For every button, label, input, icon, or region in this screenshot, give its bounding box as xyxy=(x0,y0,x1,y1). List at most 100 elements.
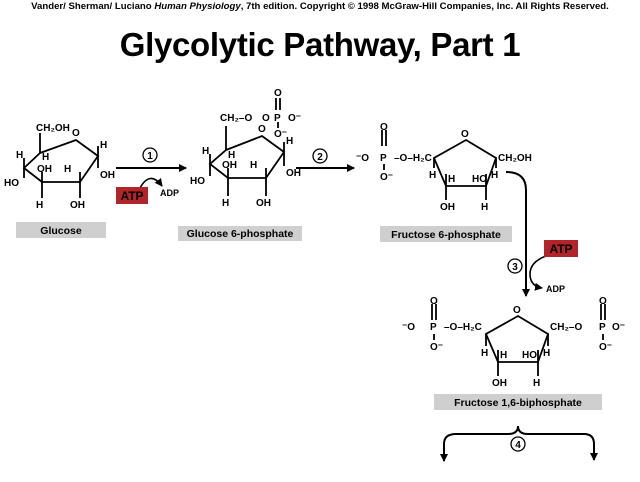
f16bp-p-left: P xyxy=(430,322,437,333)
f6p-ho: HO xyxy=(472,174,487,185)
f16bp-label: Fructose 1,6-biphosphate xyxy=(434,394,602,410)
g6p-label-bg xyxy=(178,226,302,241)
f6p-structure xyxy=(381,130,530,297)
f16bp-oh: OH xyxy=(492,378,507,389)
f6p-h1: H xyxy=(429,170,436,181)
f16bp-ring-o: O xyxy=(513,305,521,316)
glucose-h1: H xyxy=(42,152,49,163)
step-1-number: 1 xyxy=(147,151,153,162)
header-book: Human Physiology xyxy=(154,1,241,12)
glucose-ch2oh: CH₂OH xyxy=(36,123,70,134)
f6p-h3: H xyxy=(491,170,498,181)
step-1-arrow: 1 ATP ADP xyxy=(116,147,187,204)
adp-label-3: ADP xyxy=(546,284,565,294)
glucose-h3: H xyxy=(36,200,43,211)
g6p-ho: HO xyxy=(190,176,205,187)
g6p-ring-o: O xyxy=(258,124,266,135)
header-authors: Vander/ Sherman/ Luciano xyxy=(31,1,152,12)
f6p-label-bg xyxy=(380,226,512,242)
g6p-h2: H xyxy=(202,146,209,157)
glucose-oh2: OH xyxy=(70,200,85,211)
copyright-header: Vander/ Sherman/ Luciano Human Physiolog… xyxy=(0,1,640,12)
f16bp-o-minus-left: O⁻ xyxy=(430,342,443,353)
f6p-minus-o: ⁻O xyxy=(356,153,369,164)
f16bp-label-bg xyxy=(434,394,602,410)
g6p-h4: H xyxy=(250,160,257,171)
f6p-h2: H xyxy=(448,174,455,185)
atp-label-1: ATP xyxy=(120,189,143,203)
g6p-oh3: OH xyxy=(286,168,301,179)
f6p-oh: OH xyxy=(440,202,455,213)
f16bp-minus-o: ⁻O xyxy=(402,322,415,333)
g6p-o-minus-bottom: O⁻ xyxy=(274,129,287,140)
g6p-h1: H xyxy=(228,150,235,161)
glucose-label-text: Glucose xyxy=(40,225,82,237)
f6p-label-text: Fructose 6-phosphate xyxy=(391,229,501,241)
glucose-label: Glucose xyxy=(16,222,106,238)
glucose-structure xyxy=(22,133,100,198)
f16bp-o-top-left: O xyxy=(430,296,438,307)
glucose-label-bg xyxy=(16,222,106,238)
f16bp-h1: H xyxy=(481,348,488,359)
g6p-ring xyxy=(208,134,286,179)
step-3-number: 3 xyxy=(512,262,518,273)
g6p-o-minus-right: O⁻ xyxy=(288,113,301,124)
step-3-arrow: ATP ADP 3 xyxy=(507,240,578,294)
g6p-h5: H xyxy=(286,136,293,147)
step-4-arrow xyxy=(440,425,598,462)
atp-label-3: ATP xyxy=(549,242,572,256)
glucose-ring-o: O xyxy=(72,128,80,139)
glucose-oh1: OH xyxy=(37,164,52,175)
adp-label-1: ADP xyxy=(160,188,179,198)
g6p-ch2o: CH₂–O xyxy=(220,113,252,124)
f16bp-h3: H xyxy=(543,348,550,359)
glucose-oh3: OH xyxy=(100,170,115,181)
f16bp-ring xyxy=(484,314,550,363)
step-1-circle xyxy=(142,147,158,163)
f16bp-ch2o: CH₂–O xyxy=(550,322,582,333)
f16bp-o-minus-bottom-right: O⁻ xyxy=(599,342,612,353)
f16bp-h2c: –O–H₂C xyxy=(444,322,482,333)
atp-badge-3 xyxy=(544,240,578,257)
page-title: Glycolytic Pathway, Part 1 xyxy=(119,26,521,63)
f6p-o-top: O xyxy=(380,122,388,133)
f6p-p: P xyxy=(380,153,387,164)
g6p-p: P xyxy=(274,113,281,124)
f16bp-ho: HO xyxy=(522,350,537,361)
g6p-oh2: OH xyxy=(256,198,271,209)
step-4-circle xyxy=(510,436,526,452)
f6p-h2c: –O–H₂C xyxy=(394,153,432,164)
f16bp-atoms: O ⁻O P –O–H₂C O⁻ O CH₂–O O P O⁻ O⁻ H H H… xyxy=(402,296,625,389)
f6p-o-minus-bottom: O⁻ xyxy=(380,172,393,183)
f6p-ch2oh: CH₂OH xyxy=(498,153,532,164)
step-2-arrow: 2 xyxy=(296,148,355,172)
g6p-structure xyxy=(208,98,286,196)
atp-badge-1 xyxy=(116,187,148,204)
glucose-ho: HO xyxy=(4,178,19,189)
header-rest: , 7th edition. Copyright © 1998 McGraw-H… xyxy=(240,1,609,12)
g6p-h3: H xyxy=(222,198,229,209)
f16bp-p-right: P xyxy=(599,322,606,333)
f6p-ring-o: O xyxy=(461,129,469,140)
glucose-h2: H xyxy=(16,150,23,161)
step-2-circle xyxy=(312,148,328,164)
g6p-o-top: O xyxy=(274,88,282,99)
f16bp-h4: H xyxy=(533,378,540,389)
step-2-number: 2 xyxy=(317,152,323,163)
g6p-oh1: OH xyxy=(222,160,237,171)
f6p-ring xyxy=(432,138,498,187)
glucose-h4: H xyxy=(64,164,71,175)
f16bp-structure xyxy=(431,304,606,376)
step-3-circle xyxy=(507,258,523,274)
f16bp-o-minus-right: O⁻ xyxy=(612,322,625,333)
g6p-o-link: O xyxy=(262,113,270,124)
f16bp-label-text: Fructose 1,6-biphosphate xyxy=(454,397,582,409)
g6p-atoms: O CH₂–O O P O⁻ O⁻ O H H HO OH H H OH H O… xyxy=(190,88,301,209)
f16bp-o-top-right: O xyxy=(599,296,607,307)
step-4-number: 4 xyxy=(515,440,521,451)
glucose-atoms: CH₂OH O H H HO OH H H OH H OH xyxy=(4,123,115,211)
step-4-marker: 4 xyxy=(510,436,526,452)
g6p-label: Glucose 6-phosphate xyxy=(178,226,302,241)
glucose-ring xyxy=(22,138,100,183)
